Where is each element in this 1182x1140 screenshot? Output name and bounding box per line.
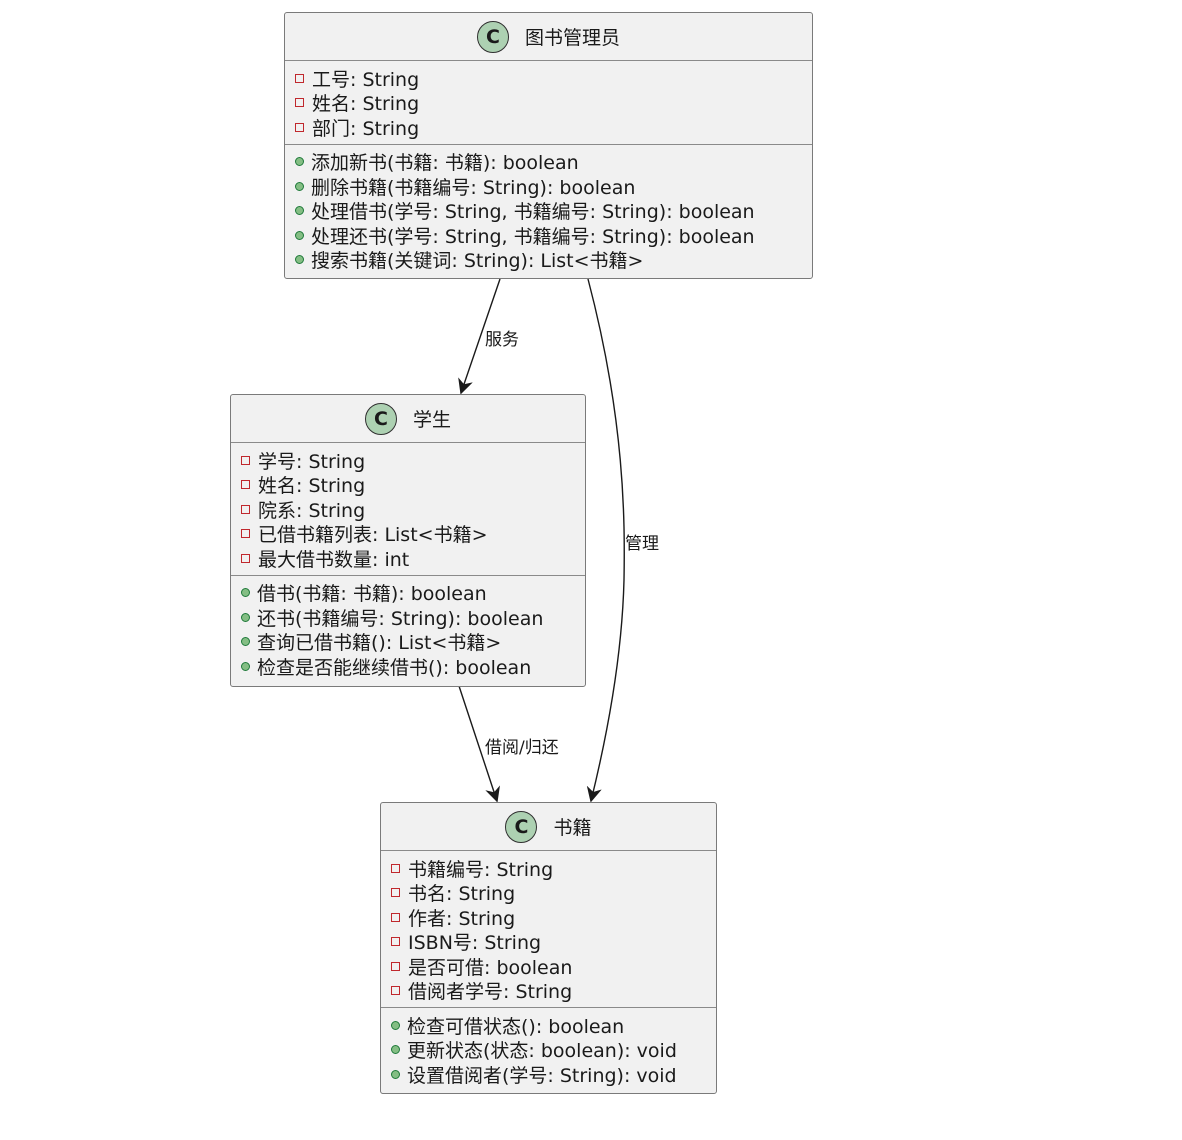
method: 设置借阅者(学号: String): void — [381, 1062, 716, 1087]
attribute: 借阅者学号: String — [381, 979, 716, 1003]
attribute: 是否可借: boolean — [381, 954, 716, 979]
methods-section: 借书(书籍: 书籍): boolean 还书(书籍编号: String): bo… — [231, 576, 585, 683]
public-visibility-icon — [241, 661, 250, 671]
edge-label-serves: 服务 — [485, 330, 519, 350]
edge-student-to-book — [458, 685, 500, 803]
public-visibility-icon — [241, 637, 250, 647]
attribute: 工号: String — [285, 66, 812, 91]
private-visibility-icon — [241, 504, 250, 514]
attributes-section: 书籍编号: String 书名: String 作者: String ISBN号… — [381, 851, 716, 1008]
method: 查询已借书籍(): List<书籍> — [231, 630, 585, 654]
public-visibility-icon — [241, 612, 250, 622]
attribute: 书名: String — [381, 881, 716, 905]
class-librarian[interactable]: C 图书管理员 工号: String 姓名: String 部门: String… — [284, 12, 813, 279]
private-visibility-icon — [391, 912, 400, 922]
class-student[interactable]: C 学生 学号: String 姓名: String 院系: String 已借… — [230, 394, 586, 687]
private-visibility-icon — [241, 455, 250, 465]
public-visibility-icon — [391, 1020, 400, 1030]
class-header: C 学生 — [231, 395, 585, 443]
attribute: ISBN号: String — [381, 930, 716, 954]
method: 添加新书(书籍: 书籍): boolean — [285, 150, 812, 174]
method: 处理还书(学号: String, 书籍编号: String): boolean — [285, 223, 812, 248]
private-visibility-icon — [295, 98, 304, 108]
class-badge-icon: C — [476, 20, 509, 53]
public-visibility-icon — [295, 157, 304, 167]
method: 借书(书籍: 书籍): boolean — [231, 581, 585, 605]
attribute: 姓名: String — [231, 473, 585, 497]
class-badge-icon: C — [505, 810, 538, 843]
method: 更新状态(状态: boolean): void — [381, 1038, 716, 1062]
method: 搜索书籍(关键词: String): List<书籍> — [285, 248, 812, 272]
public-visibility-icon — [295, 255, 304, 265]
edge-librarian-to-student — [458, 278, 501, 395]
private-visibility-icon — [391, 937, 400, 947]
edge-librarian-to-book — [586, 278, 625, 803]
attributes-section: 学号: String 姓名: String 院系: String 已借书籍列表:… — [231, 443, 585, 576]
attribute: 最大借书数量: int — [231, 546, 585, 571]
method: 删除书籍(书籍编号: String): boolean — [285, 174, 812, 199]
public-visibility-icon — [295, 230, 304, 240]
edge-label-manages: 管理 — [625, 534, 659, 554]
public-visibility-icon — [391, 1069, 400, 1079]
public-visibility-icon — [295, 181, 304, 191]
methods-section: 添加新书(书籍: 书籍): boolean 删除书籍(书籍编号: String)… — [285, 145, 812, 277]
class-name: 书籍 — [553, 817, 592, 839]
private-visibility-icon — [391, 863, 400, 873]
public-visibility-icon — [295, 206, 304, 216]
method: 检查是否能继续借书(): boolean — [231, 654, 585, 679]
class-name: 图书管理员 — [524, 27, 620, 49]
class-book[interactable]: C 书籍 书籍编号: String 书名: String 作者: String … — [380, 802, 717, 1094]
public-visibility-icon — [391, 1045, 400, 1055]
attributes-section: 工号: String 姓名: String 部门: String — [285, 61, 812, 145]
class-name: 学生 — [412, 409, 451, 431]
class-header: C 书籍 — [381, 803, 716, 851]
class-header: C 图书管理员 — [285, 13, 812, 61]
private-visibility-icon — [295, 122, 304, 132]
method: 处理借书(学号: String, 书籍编号: String): boolean — [285, 199, 812, 223]
method: 检查可借状态(): boolean — [381, 1013, 716, 1038]
edge-label-borrow-return: 借阅/归还 — [485, 738, 559, 758]
methods-section: 检查可借状态(): boolean 更新状态(状态: boolean): voi… — [381, 1008, 716, 1091]
attribute: 书籍编号: String — [381, 856, 716, 881]
attribute: 院系: String — [231, 497, 585, 522]
attribute: 部门: String — [285, 115, 812, 140]
class-badge-icon: C — [364, 402, 397, 435]
private-visibility-icon — [391, 888, 400, 898]
attribute: 作者: String — [381, 905, 716, 930]
public-visibility-icon — [241, 588, 250, 598]
private-visibility-icon — [241, 529, 250, 539]
attribute: 姓名: String — [285, 91, 812, 115]
attribute: 已借书籍列表: List<书籍> — [231, 522, 585, 546]
method: 还书(书籍编号: String): boolean — [231, 605, 585, 630]
private-visibility-icon — [241, 553, 250, 563]
private-visibility-icon — [295, 73, 304, 83]
private-visibility-icon — [241, 480, 250, 490]
attribute: 学号: String — [231, 448, 585, 473]
private-visibility-icon — [391, 961, 400, 971]
private-visibility-icon — [391, 986, 400, 996]
